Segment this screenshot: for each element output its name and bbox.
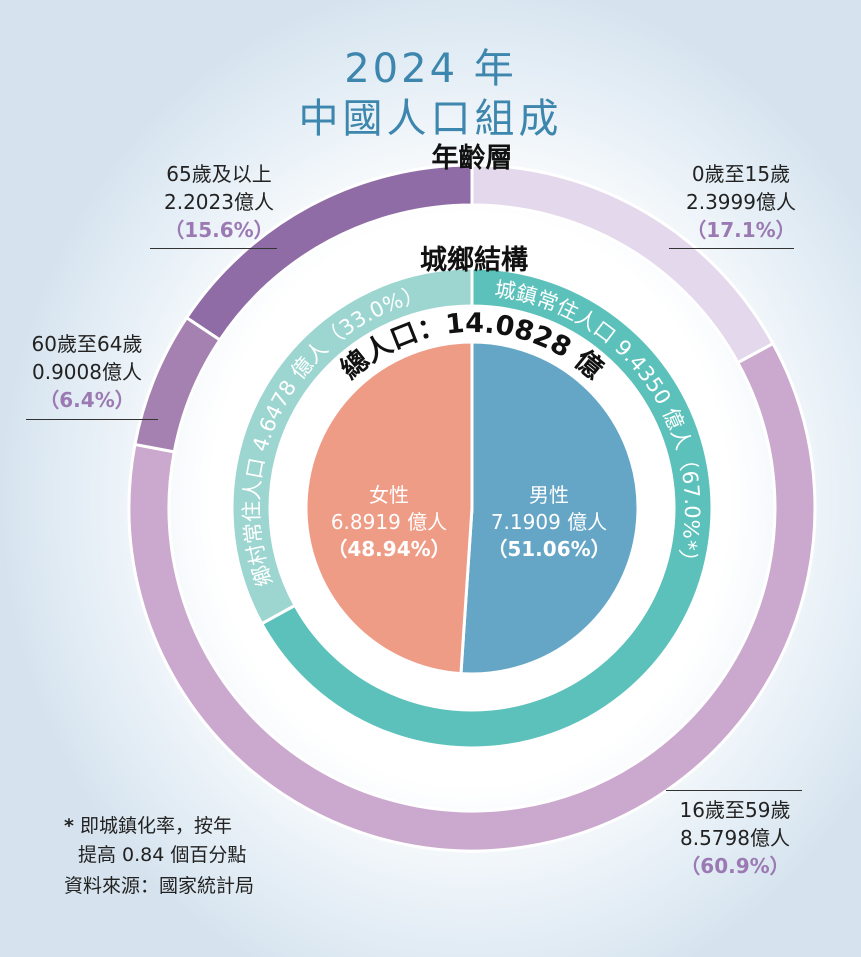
chart-title-year: 2024 年 [344,46,517,92]
chart-title: 中國人口組成 [298,96,563,142]
urban-ring [230,266,714,750]
leader-line-0-15 [669,248,794,249]
urban-ring-title: 城鄉結構 [420,244,528,276]
leader-line-60-64 [26,419,158,420]
footnote-line1: 即城鎮化率，按年 [79,815,232,837]
age-label-60-64: 60歲至64歲 0.9008億人 （6.4%） [31,332,143,412]
urban-slice [259,266,714,750]
male-slice [459,340,640,676]
footnote-line2: 提高 0.84 個百分點 [78,844,247,866]
age-slice-16-59 [127,341,817,853]
male-pct: （51.06%） [487,537,610,561]
age-label-16-59: 16歲至59歲 8.5798億人 （60.9%） [679,798,791,878]
age-label-65-plus: 65歲及以上 2.2023億人 （15.6%） [164,162,274,242]
data-source: 資料來源：國家統計局 [64,875,255,897]
footnote: * 即城鎮化率，按年 提高 0.84 個百分點 資料來源：國家統計局 [64,812,254,901]
age-ring-title: 年齡層 [432,142,513,174]
rural-slice [230,266,474,626]
female-slice [304,340,474,676]
age-slice-65-plus [184,163,474,342]
gender-pie [304,340,640,676]
footnote-star: * [64,815,74,837]
female-name: 女性 [369,483,409,507]
male-name: 男性 [529,483,569,507]
male-value: 7.1909 億人 [491,510,607,534]
age-ring [127,163,817,853]
leader-line-16-59 [666,790,802,791]
age-label-0-15: 0歲至15歲 2.3999億人 （17.1%） [686,162,796,242]
female-value: 6.8919 億人 [331,510,447,534]
female-pct: （48.94%） [327,537,450,561]
leader-line-65-plus [150,248,277,249]
